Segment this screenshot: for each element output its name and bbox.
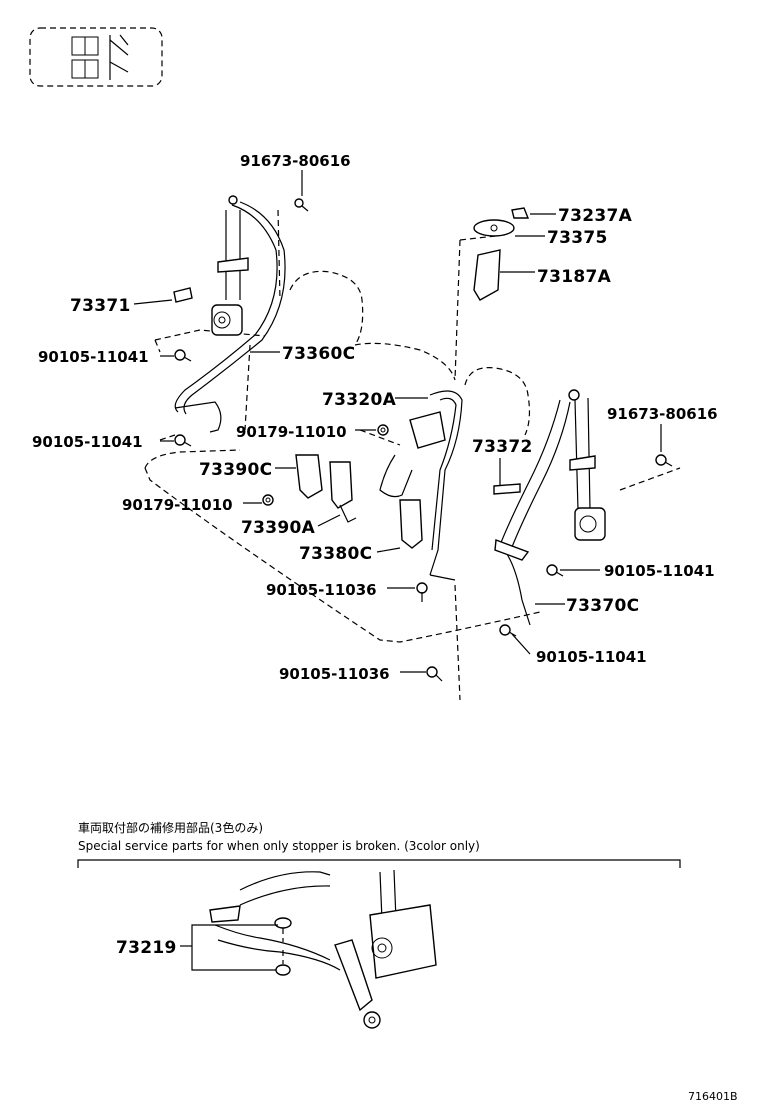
label-90179-11010-b: 90179-11010 xyxy=(122,496,233,514)
center-belt-73320A xyxy=(379,390,463,581)
label-73219: 73219 xyxy=(116,938,177,958)
label-73372: 73372 xyxy=(472,437,533,457)
stopper-detail-73219 xyxy=(180,869,437,1029)
label-73320A: 73320A xyxy=(322,390,397,410)
label-90179-11010-a: 90179-11010 xyxy=(236,423,347,441)
special-parts-section: 車両取付部の補修用部品(3色のみ) Special service parts … xyxy=(77,820,681,868)
label-90105-11036-a: 90105-11036 xyxy=(266,581,377,599)
label-73390C: 73390C xyxy=(199,460,272,480)
note-japanese: 車両取付部の補修用部品(3色のみ) xyxy=(78,820,263,835)
bolt-icons-left xyxy=(174,198,673,682)
buckle-73390C xyxy=(295,454,357,523)
label-73370C: 73370C xyxy=(566,596,639,616)
label-73380C: 73380C xyxy=(299,544,372,564)
label-73390A: 73390A xyxy=(241,518,316,538)
label-91673-80616-right: 91673-80616 xyxy=(607,405,718,423)
label-90105-11041-d: 90105-11041 xyxy=(536,648,647,666)
diagram-code: 716401B xyxy=(688,1090,738,1103)
label-73371: 73371 xyxy=(70,296,131,316)
label-73375: 73375 xyxy=(547,228,608,248)
rear-seat-outline xyxy=(144,209,681,701)
label-73360C: 73360C xyxy=(282,344,355,364)
bracket-73371 xyxy=(173,287,193,303)
label-73187A: 73187A xyxy=(537,267,612,287)
part-labels: 91673-80616 73371 90105-11041 73360C 901… xyxy=(32,152,718,683)
note-english: Special service parts for when only stop… xyxy=(78,839,480,853)
label-90105-11041-c: 90105-11041 xyxy=(604,562,715,580)
label-90105-11041-a: 90105-11041 xyxy=(38,348,149,366)
label-91673-80616-top: 91673-80616 xyxy=(240,152,351,170)
right-seat-belt-73370C xyxy=(494,389,606,626)
upper-trim-parts xyxy=(473,207,530,495)
label-90105-11036-b: 90105-11036 xyxy=(279,665,390,683)
label-73237A: 73237A xyxy=(558,206,633,226)
leader-lines xyxy=(133,170,662,673)
label-90105-11041-b: 90105-11041 xyxy=(32,433,143,451)
vehicle-location-icon xyxy=(29,27,163,87)
left-seat-belt-73360C xyxy=(174,195,286,433)
